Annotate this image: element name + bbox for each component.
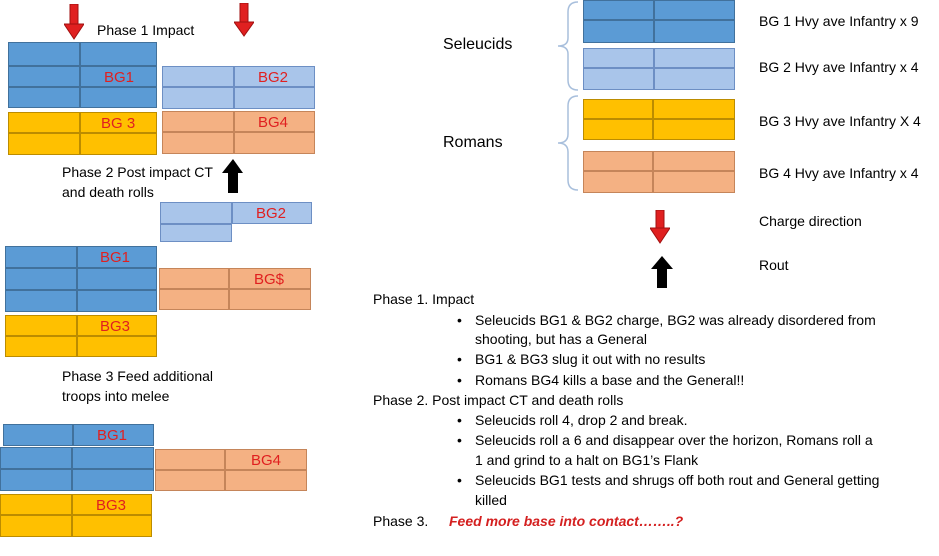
notes-phase1-bullet-cont: shooting, but has a General bbox=[475, 331, 648, 347]
notes-phase3-text: Feed more base into contact……..? bbox=[449, 513, 684, 529]
legend-brace-icon bbox=[557, 1, 579, 91]
phase3-title-line2: troops into melee bbox=[62, 388, 170, 404]
charge-arrow-icon bbox=[64, 4, 84, 40]
notes-phase2-bullet: Seleucids roll 4, drop 2 and break. bbox=[457, 410, 688, 430]
notes-phase1-bullet: Romans BG4 kills a base and the General!… bbox=[457, 370, 744, 390]
notes-phase1-bullet: Seleucids BG1 & BG2 charge, BG2 was alre… bbox=[457, 310, 876, 330]
legend-bg3-text: BG 3 Hvy ave Infantry X 4 bbox=[759, 113, 921, 129]
legend-romans-label: Romans bbox=[443, 134, 503, 151]
notes-phase2-heading: Phase 2. Post impact CT and death rolls bbox=[373, 392, 624, 408]
legend-bg1-text: BG 1 Hvy ave Infantry x 9 bbox=[759, 13, 919, 29]
phase3-bg1-label: BG1 bbox=[97, 427, 128, 444]
phase2-bg2-label: BG2 bbox=[256, 205, 287, 222]
phase2-bg1-label: BG1 bbox=[100, 249, 131, 266]
legend-seleucids-label: Seleucids bbox=[443, 36, 513, 53]
phase2-title-line2: and death rolls bbox=[62, 184, 154, 200]
phase1-bg3-label: BG 3 bbox=[101, 115, 136, 132]
phase3-bg3-label: BG3 bbox=[96, 497, 127, 514]
phase3-bg4-label: BG4 bbox=[251, 452, 282, 469]
notes-phase2-bullet-cont: killed bbox=[475, 492, 507, 508]
notes-phase1-bullet: BG1 & BG3 slug it out with no results bbox=[457, 349, 705, 369]
phase1-title: Phase 1 Impact bbox=[97, 22, 195, 38]
phase3-title-line1: Phase 3 Feed additional bbox=[62, 368, 213, 384]
phase1-bg4-label: BG4 bbox=[258, 114, 289, 131]
rout-arrow-icon bbox=[651, 256, 673, 288]
notes-phase2-bullet: Seleucids roll a 6 and disappear over th… bbox=[457, 430, 873, 450]
rout-arrow-icon bbox=[222, 159, 243, 193]
notes-phase1-heading: Phase 1. Impact bbox=[373, 291, 475, 307]
phase1-bg1-label: BG1 bbox=[104, 69, 135, 86]
phase2-title-line1: Phase 2 Post impact CT bbox=[62, 164, 213, 180]
legend-brace-icon bbox=[557, 95, 579, 191]
notes-phase2-bullet: Seleucids BG1 tests and shrugs off both … bbox=[457, 470, 879, 490]
phase1-bg2-label: BG2 bbox=[258, 69, 289, 86]
phase2-bg3-label: BG3 bbox=[100, 318, 131, 335]
legend-bg2-text: BG 2 Hvy ave Infantry x 4 bbox=[759, 59, 919, 75]
notes-phase2-bullet-cont: 1 and grind to a halt on BG1’s Flank bbox=[475, 452, 699, 468]
phase2-bg4-label: BG$ bbox=[254, 271, 285, 288]
charge-arrow-icon bbox=[650, 210, 670, 244]
legend-bg4-text: BG 4 Hvy ave Infantry x 4 bbox=[759, 165, 919, 181]
notes-phase3-heading: Phase 3. bbox=[373, 513, 429, 529]
legend-charge-text: Charge direction bbox=[759, 213, 862, 229]
legend-rout-text: Rout bbox=[759, 257, 789, 273]
charge-arrow-icon bbox=[234, 3, 254, 37]
